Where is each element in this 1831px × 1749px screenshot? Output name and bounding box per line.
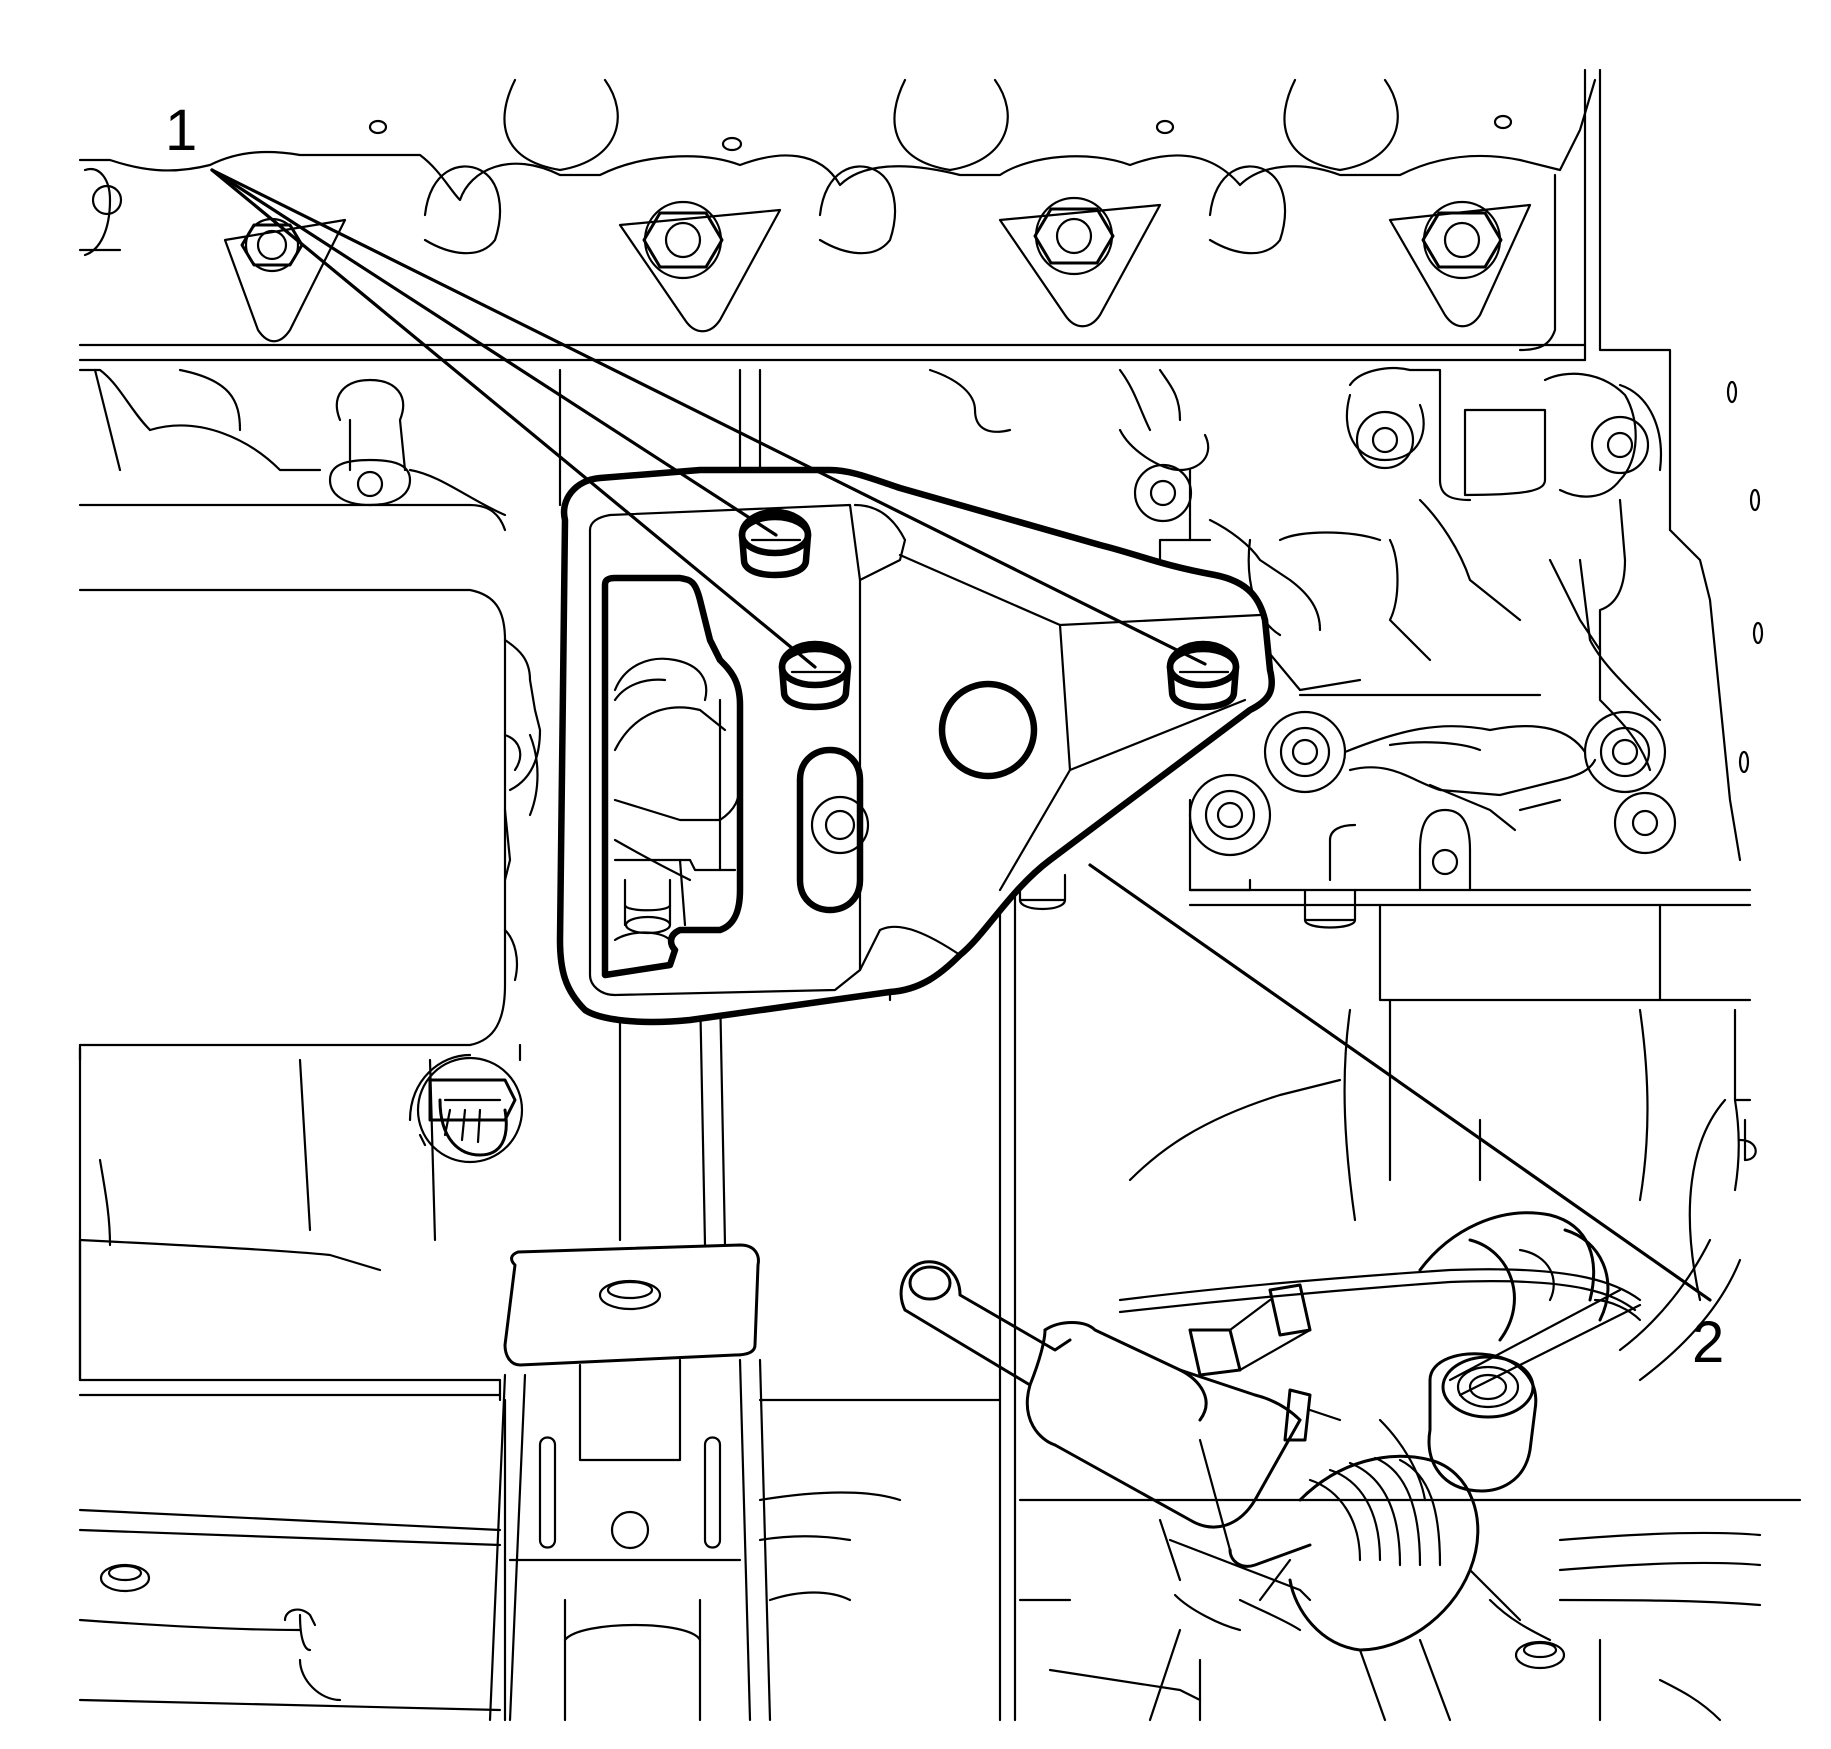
callout-1-leaders [210, 168, 1207, 669]
left-housing [78, 638, 542, 1722]
cylinder-head-outline [78, 68, 1672, 532]
bracket-bolt-top [738, 508, 812, 579]
engine-mount-bracket [556, 466, 1276, 1026]
callout-label-1: 1 [165, 98, 197, 163]
bracket-bolt-middle [778, 640, 852, 711]
bracket-bolt-right [1166, 640, 1240, 711]
jack-stand [488, 1243, 772, 1722]
oil-pan [1128, 1008, 1757, 1302]
steering-rack [1118, 1211, 1762, 1722]
head-bolt-4 [1421, 200, 1503, 280]
vertical-struts [298, 873, 1802, 1722]
head-bolt-1 [240, 217, 304, 273]
head-bolt-2 [642, 200, 724, 280]
callout-label-2: 2 [1692, 1310, 1724, 1375]
head-bolt-3 [1033, 196, 1115, 276]
head-bolt-5 [91, 184, 123, 216]
actuator [899, 1260, 1342, 1722]
callout-2-leader [1088, 863, 1712, 1302]
